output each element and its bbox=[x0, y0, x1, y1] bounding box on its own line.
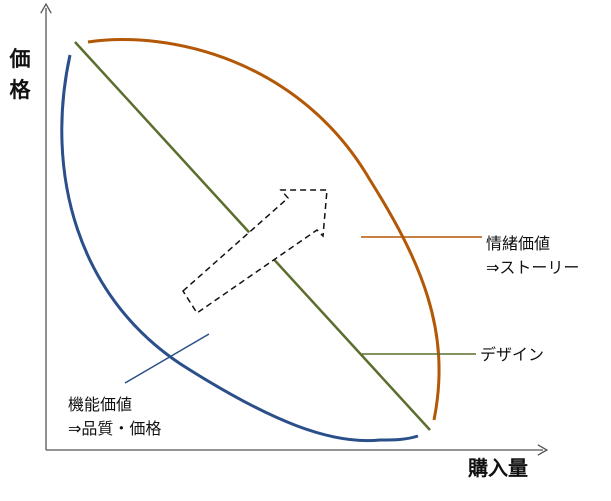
y-axis-label-line-2: 格 bbox=[9, 78, 31, 102]
functional-value-curve bbox=[60, 54, 419, 443]
growth-arrow bbox=[182, 189, 328, 315]
functional-value-label-line-2: ⇒品質・価格 bbox=[68, 419, 162, 438]
functional-value-label: 機能価値 ⇒品質・価格 bbox=[68, 393, 161, 441]
emotional-value-label-line-1: 情緒価値 bbox=[486, 234, 551, 253]
emotional-value-label: 情緒価値 ⇒ストーリー bbox=[486, 232, 579, 280]
emotional-value-label-line-2: ⇒ストーリー bbox=[486, 258, 580, 277]
design-label: デザイン bbox=[480, 343, 544, 367]
functional-value-label-line-1: 機能価値 bbox=[68, 395, 133, 414]
y-axis-label-line-1: 価 bbox=[9, 47, 31, 71]
design-label-line-1: デザイン bbox=[480, 345, 545, 364]
y-axis-label: 価 格 bbox=[6, 44, 34, 106]
emotional-value-curve bbox=[87, 38, 441, 421]
functional-leader-line bbox=[124, 333, 210, 384]
x-axis-label: 購入量 bbox=[468, 456, 528, 480]
